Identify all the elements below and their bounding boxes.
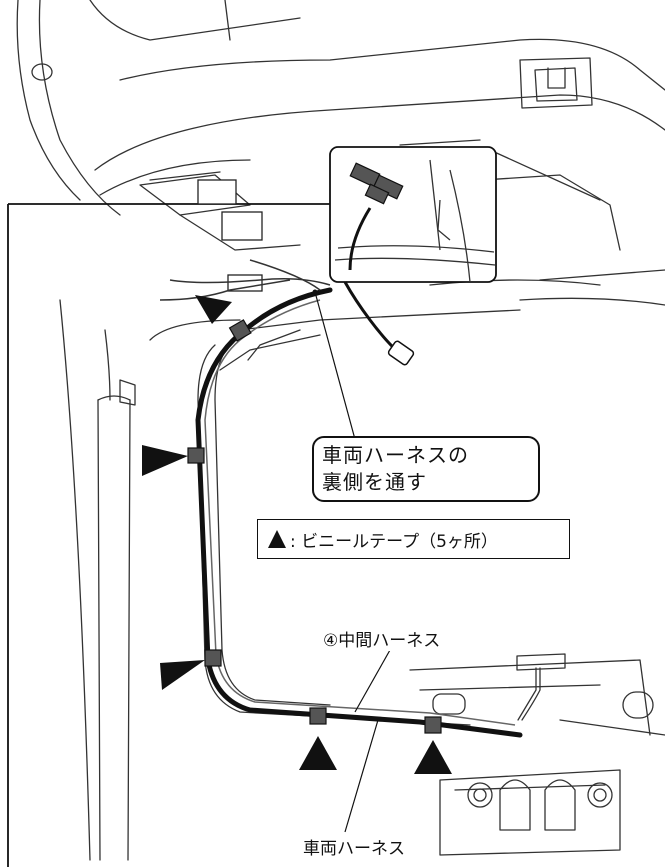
tape-legend: : ビニールテープ（5ヶ所）	[257, 519, 570, 559]
vehicle-harness-label: 車両ハーネス	[303, 834, 405, 859]
callout-line-1: 車両ハーネスの	[322, 443, 469, 467]
route-callout: 車両ハーネスの 裏側を通す	[312, 436, 540, 502]
callout-line-2: 裏側を通す	[322, 470, 427, 494]
intermediate-harness-label: ④中間ハーネス	[323, 626, 441, 651]
triangle-icon	[268, 530, 286, 548]
legend-text: : ビニールテープ（5ヶ所）	[290, 531, 498, 552]
